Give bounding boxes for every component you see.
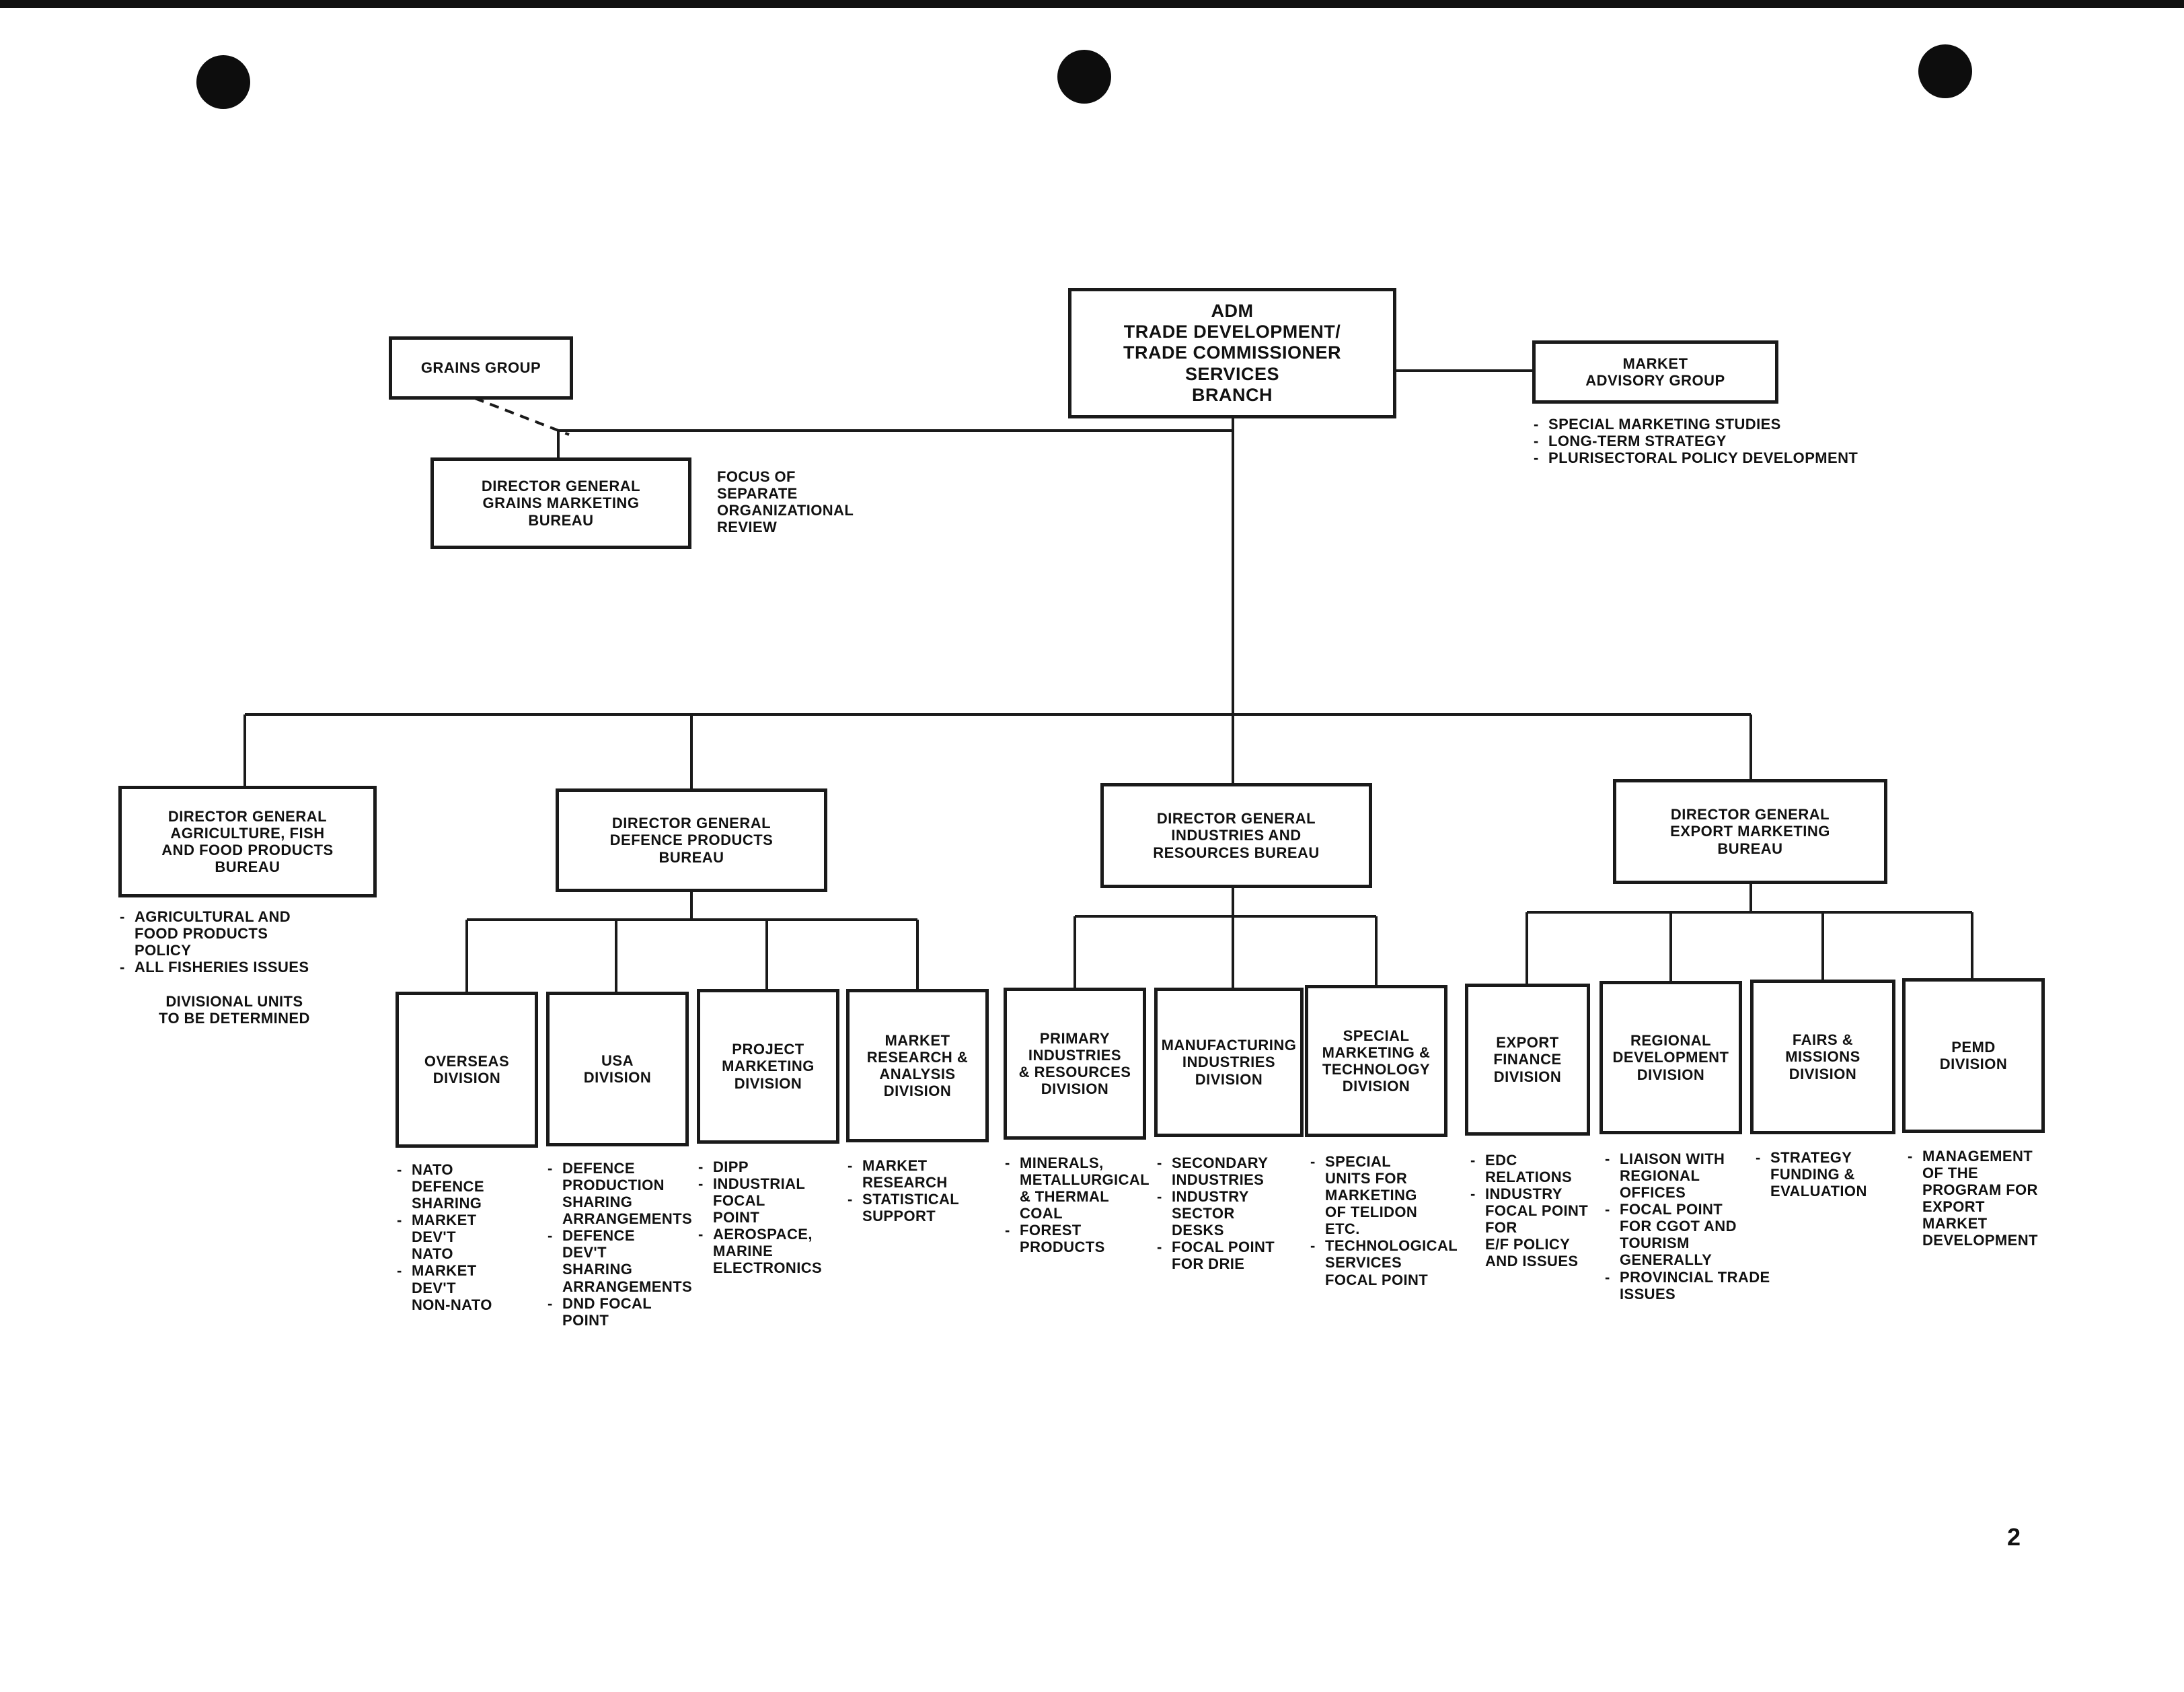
binder-hole-left <box>196 55 250 109</box>
focus-of-review-note: FOCUS OF SEPARATE ORGANIZATIONAL REVIEW <box>717 468 854 536</box>
responsibility-item: SPECIAL UNITS FOR MARKETING OF TELIDON E… <box>1309 1153 1458 1237</box>
responsibility-item: AGRICULTURAL AND FOOD PRODUCTS POLICY <box>118 908 309 959</box>
manufacturing-responsibilities: SECONDARY INDUSTRIES INDUSTRY SECTOR DES… <box>1156 1154 1275 1273</box>
fairs-missions-division-box: FAIRS & MISSIONS DIVISION <box>1750 980 1895 1134</box>
industries-resources-bureau-box: DIRECTOR GENERAL INDUSTRIES AND RESOURCE… <box>1100 783 1372 888</box>
defence-products-bureau-box: DIRECTOR GENERAL DEFENCE PRODUCTS BUREAU <box>556 788 827 892</box>
market-research-division-box: MARKET RESEARCH & ANALYSIS DIVISION <box>846 989 989 1142</box>
responsibility-item: MANAGEMENT OF THE PROGRAM FOR EXPORT MAR… <box>1906 1148 2038 1249</box>
responsibility-item: STATISTICAL SUPPORT <box>846 1191 959 1224</box>
responsibility-item: MARKET DEV'T NON-NATO <box>396 1262 492 1313</box>
pemd-division-box: PEMD DIVISION <box>1902 978 2045 1133</box>
responsibility-item: MARKET RESEARCH <box>846 1157 959 1191</box>
responsibility-item: LONG-TERM STRATEGY <box>1532 433 1858 449</box>
responsibility-item: STRATEGY FUNDING & EVALUATION <box>1754 1149 1867 1200</box>
regional-development-division-box: REGIONAL DEVELOPMENT DIVISION <box>1599 981 1742 1134</box>
binder-hole-center <box>1057 50 1111 104</box>
overseas-division-box: OVERSEAS DIVISION <box>396 992 538 1148</box>
market-advisory-responsibilities: SPECIAL MARKETING STUDIES LONG-TERM STRA… <box>1532 416 1858 466</box>
responsibility-item: SECONDARY INDUSTRIES <box>1156 1154 1275 1188</box>
overseas-responsibilities: NATO DEFENCE SHARING MARKET DEV'T NATO M… <box>396 1161 492 1313</box>
agriculture-responsibilities: AGRICULTURAL AND FOOD PRODUCTS POLICY AL… <box>118 908 309 976</box>
responsibility-item: INDUSTRY SECTOR DESKS <box>1156 1188 1275 1239</box>
responsibility-item: DEFENCE DEV'T SHARING ARRANGEMENTS <box>546 1227 692 1294</box>
responsibility-item: EDC RELATIONS <box>1469 1152 1588 1185</box>
primary-industries-division-box: PRIMARY INDUSTRIES & RESOURCES DIVISION <box>1004 988 1146 1140</box>
pemd-responsibilities: MANAGEMENT OF THE PROGRAM FOR EXPORT MAR… <box>1906 1148 2038 1249</box>
agriculture-bureau-box: DIRECTOR GENERAL AGRICULTURE, FISH AND F… <box>118 786 377 897</box>
grains-marketing-bureau-box: DIRECTOR GENERAL GRAINS MARKETING BUREAU <box>430 457 691 549</box>
responsibility-item: MARKET DEV'T NATO <box>396 1212 492 1262</box>
grains-group-box: GRAINS GROUP <box>389 336 573 400</box>
page-number: 2 <box>2007 1523 2021 1551</box>
divisional-units-note: DIVISIONAL UNITS TO BE DETERMINED <box>159 993 310 1027</box>
usa-responsibilities: DEFENCE PRODUCTION SHARING ARRANGEMENTS … <box>546 1160 692 1329</box>
page-top-edge <box>0 0 2184 8</box>
responsibility-item: FOCAL POINT FOR CGOT AND TOURISM GENERAL… <box>1604 1201 1770 1268</box>
responsibility-item: PROVINCIAL TRADE ISSUES <box>1604 1269 1770 1302</box>
usa-division-box: USA DIVISION <box>546 992 689 1146</box>
export-marketing-bureau-box: DIRECTOR GENERAL EXPORT MARKETING BUREAU <box>1613 779 1887 884</box>
responsibility-item: MINERALS, METALLURGICAL & THERMAL COAL <box>1004 1154 1150 1222</box>
responsibility-item: PLURISECTORAL POLICY DEVELOPMENT <box>1532 449 1858 466</box>
responsibility-item: SPECIAL MARKETING STUDIES <box>1532 416 1858 433</box>
responsibility-item: FOREST PRODUCTS <box>1004 1222 1150 1255</box>
responsibility-item: ALL FISHERIES ISSUES <box>118 959 309 976</box>
responsibility-item: NATO DEFENCE SHARING <box>396 1161 492 1212</box>
responsibility-item: TECHNOLOGICAL SERVICES FOCAL POINT <box>1309 1237 1458 1288</box>
responsibility-item: DND FOCAL POINT <box>546 1295 692 1329</box>
special-marketing-technology-division-box: SPECIAL MARKETING & TECHNOLOGY DIVISION <box>1305 985 1447 1137</box>
fairs-missions-responsibilities: STRATEGY FUNDING & EVALUATION <box>1754 1149 1867 1200</box>
project-marketing-responsibilities: DIPP INDUSTRIAL FOCAL POINT AEROSPACE, M… <box>697 1158 822 1277</box>
responsibility-item: DEFENCE PRODUCTION SHARING ARRANGEMENTS <box>546 1160 692 1227</box>
market-advisory-group-box: MARKET ADVISORY GROUP <box>1532 340 1778 404</box>
responsibility-item: FOCAL POINT FOR DRIE <box>1156 1239 1275 1272</box>
primary-industries-responsibilities: MINERALS, METALLURGICAL & THERMAL COAL F… <box>1004 1154 1150 1255</box>
adm-trade-development-box: ADM TRADE DEVELOPMENT/ TRADE COMMISSIONE… <box>1068 288 1396 418</box>
responsibility-item: INDUSTRY FOCAL POINT FOR E/F POLICY AND … <box>1469 1185 1588 1270</box>
responsibility-item: INDUSTRIAL FOCAL POINT <box>697 1175 822 1226</box>
special-marketing-responsibilities: SPECIAL UNITS FOR MARKETING OF TELIDON E… <box>1309 1153 1458 1288</box>
responsibility-item: AEROSPACE, MARINE ELECTRONICS <box>697 1226 822 1276</box>
market-research-responsibilities: MARKET RESEARCH STATISTICAL SUPPORT <box>846 1157 959 1224</box>
regional-development-responsibilities: LIAISON WITH REGIONAL OFFICES FOCAL POIN… <box>1604 1150 1770 1302</box>
responsibility-item: LIAISON WITH REGIONAL OFFICES <box>1604 1150 1770 1201</box>
export-finance-division-box: EXPORT FINANCE DIVISION <box>1465 984 1590 1136</box>
project-marketing-division-box: PROJECT MARKETING DIVISION <box>697 989 839 1144</box>
binder-hole-right <box>1918 44 1972 98</box>
manufacturing-industries-division-box: MANUFACTURING INDUSTRIES DIVISION <box>1154 988 1304 1137</box>
responsibility-item: DIPP <box>697 1158 822 1175</box>
export-finance-responsibilities: EDC RELATIONS INDUSTRY FOCAL POINT FOR E… <box>1469 1152 1588 1270</box>
